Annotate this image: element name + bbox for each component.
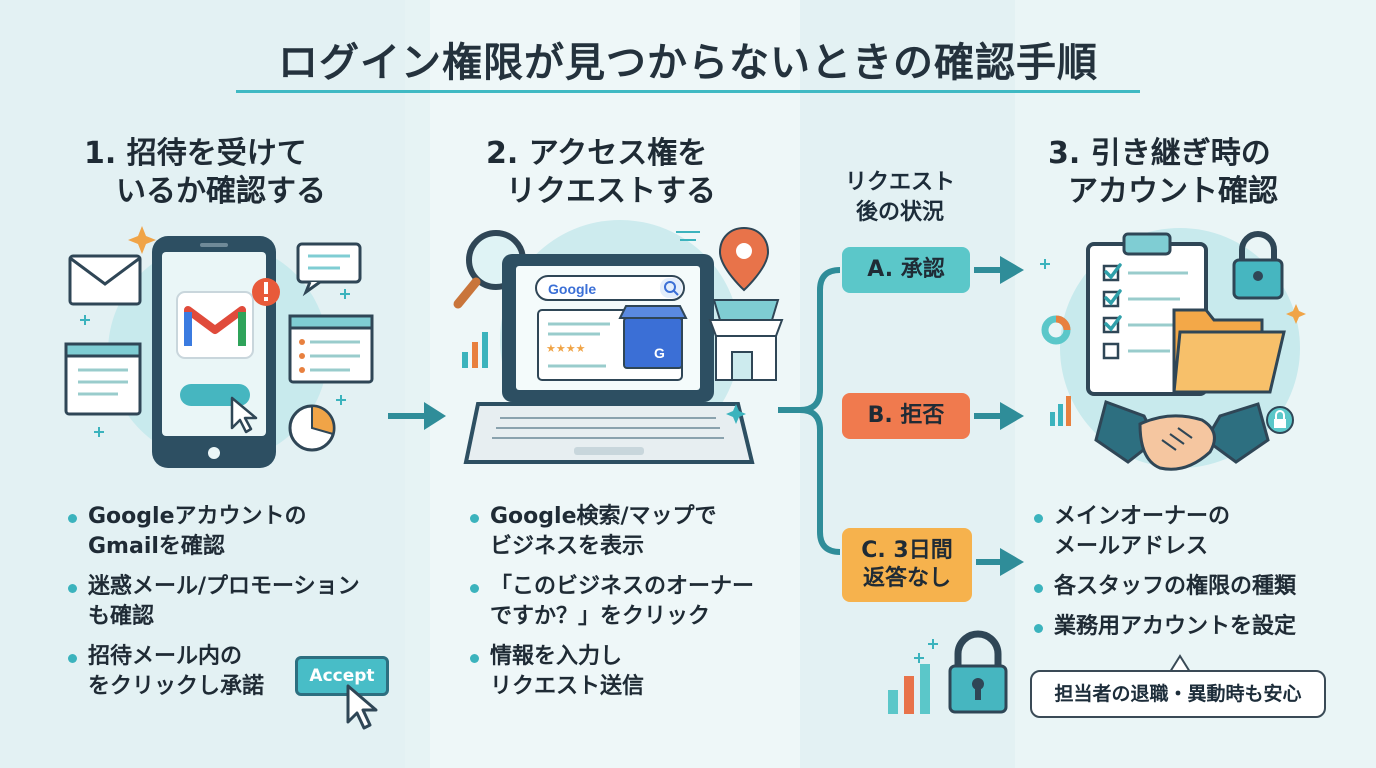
padlock-icon-small	[948, 630, 1008, 714]
list-item: 情報を入力し リクエスト送信	[466, 642, 796, 702]
storefront-icon	[708, 299, 784, 381]
status-panel	[800, 0, 1015, 768]
step3-heading-line1: 3. 引き継ぎ時の	[1048, 136, 1271, 171]
outcome-no-response-line2: 返答なし	[862, 566, 951, 591]
step3-bullets: メインオーナーの メールアドレス 各スタッフの権限の種類 業務用アカウントを設定	[1030, 502, 1370, 652]
step3-bar-chart-icon	[1050, 396, 1071, 426]
title-underline	[236, 90, 1140, 93]
sparkle-icon	[128, 226, 156, 254]
step2-heading: 2. アクセス権を リクエストする	[486, 135, 716, 211]
handshake-icon	[1094, 400, 1270, 471]
outcome-arrows	[974, 256, 1024, 576]
step2-heading-line1: 2. アクセス権を	[486, 136, 708, 171]
list-item: Google検索/マップで ビジネスを表示	[466, 502, 796, 562]
outcome-approved-label: A. 承認	[867, 257, 945, 282]
page-title: ログイン権限が見つからないときの確認手順	[278, 40, 1098, 86]
accept-button[interactable]: Accept	[295, 656, 389, 696]
envelope-icon	[68, 254, 142, 306]
folder-icon	[1172, 308, 1286, 394]
bar-chart-icon	[462, 332, 488, 368]
status-heading-line1: リクエスト	[844, 170, 955, 195]
google-search-bar: Google	[535, 275, 685, 301]
branch-connector	[778, 267, 841, 555]
step3-sparkles	[1040, 259, 1306, 324]
growth-bars-icon	[888, 639, 938, 714]
search-logo-text: Google	[548, 281, 596, 297]
step2-heading-line2: リクエストする	[506, 174, 716, 209]
donut-chart-icon	[1041, 315, 1071, 345]
step1-plus-marks	[80, 289, 350, 437]
browser-window-icon	[64, 342, 142, 416]
small-lock-badge-icon	[1266, 406, 1294, 434]
alert-icon	[252, 278, 280, 306]
map-pin-icon	[718, 226, 770, 292]
step1-heading: 1. 招待を受けて いるか確認する	[84, 135, 326, 211]
list-item: Googleアカウントの Gmailを確認	[64, 502, 404, 562]
list-item: 迷惑メール/プロモーション も確認	[64, 572, 404, 632]
step2-decor-marks	[676, 231, 746, 424]
status-heading: リクエスト 後の状況	[820, 168, 980, 228]
padlock-icon	[1232, 231, 1284, 300]
step1-bullets: Googleアカウントの Gmailを確認 迷惑メール/プロモーション も確認 …	[64, 502, 404, 712]
rating-stars: ★★★★	[546, 342, 586, 355]
outcome-no-response: C. 3日間 返答なし	[842, 528, 972, 602]
step1-heading-line2: いるか確認する	[116, 174, 326, 209]
outcome-rejected-label: B. 拒否	[867, 403, 945, 428]
pie-chart-icon	[288, 404, 336, 452]
outcome-approved: A. 承認	[842, 247, 970, 293]
step3-heading: 3. 引き継ぎ時の アカウント確認	[1048, 135, 1278, 211]
status-heading-line2: 後の状況	[855, 200, 944, 225]
step1-heading-line1: 1. 招待を受けて	[84, 136, 307, 171]
step3-heading-line2: アカウント確認	[1068, 174, 1278, 209]
list-item: 招待メール内の をクリックし承諾	[64, 642, 404, 702]
badge-letter: G	[654, 345, 665, 361]
list-item: 業務用アカウントを設定	[1030, 612, 1370, 642]
reassurance-note: 担当者の退職・異動時も安心	[1030, 670, 1326, 718]
chat-bubble-icon	[296, 242, 362, 297]
list-item: メインオーナーの メールアドレス	[1030, 502, 1370, 562]
list-window-icon	[288, 314, 374, 384]
outcome-rejected: B. 拒否	[842, 393, 970, 439]
step2-bullets: Google検索/マップで ビジネスを表示 「このビジネスのオーナー ですか？」…	[466, 502, 796, 712]
cursor-icon	[230, 396, 258, 434]
list-item: 各スタッフの権限の種類	[1030, 572, 1370, 602]
arrow-step1-to-step2	[388, 402, 446, 430]
gmail-icon	[176, 291, 254, 359]
outcome-no-response-line1: C. 3日間	[861, 538, 953, 563]
note-pointer	[1169, 654, 1191, 673]
business-badge-icon: G	[618, 305, 688, 369]
list-item: 「このビジネスのオーナー ですか？」をクリック	[466, 572, 796, 632]
